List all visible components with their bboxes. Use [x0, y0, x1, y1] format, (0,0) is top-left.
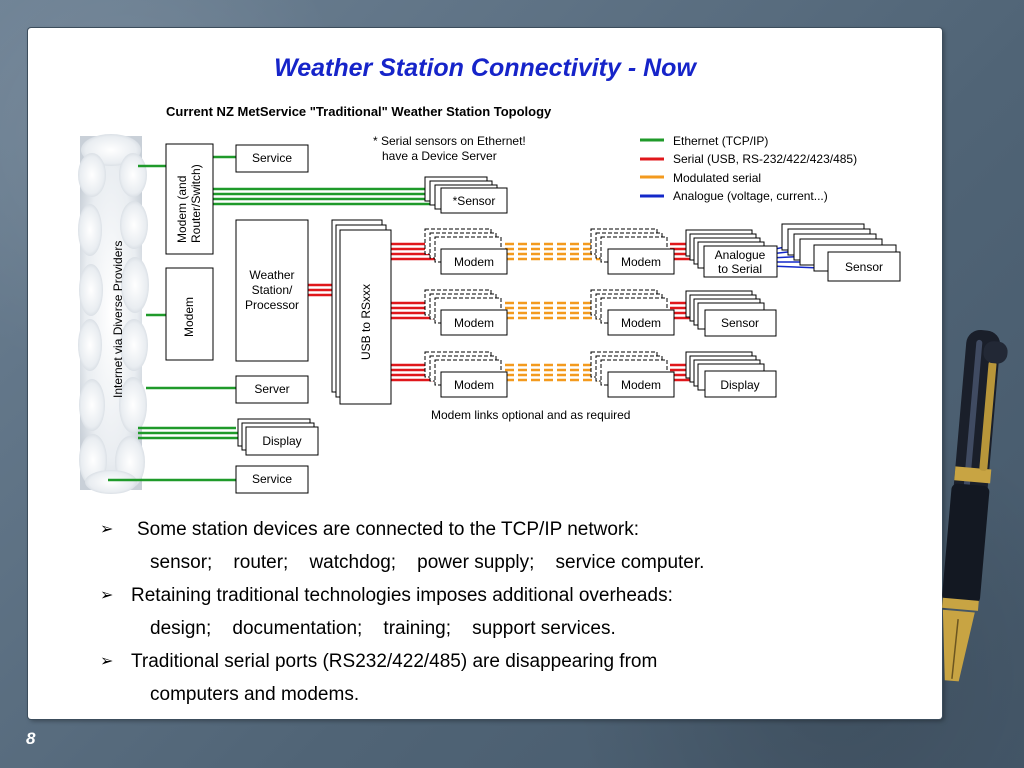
ethernet-links — [108, 155, 440, 482]
legend-label-analogue: Analogue (voltage, current...) — [673, 189, 828, 203]
display-left-label: Display — [262, 434, 301, 448]
display-box-left: Display — [237, 418, 319, 456]
bullet-arrow-icon: ➢ — [100, 653, 114, 670]
star-sensor-label: *Sensor — [453, 194, 496, 208]
bullet-subline: design; documentation; training; support… — [100, 615, 840, 648]
modem-stack-row3-right: Modem — [590, 351, 675, 398]
modem-label: Modem — [621, 316, 661, 330]
analogue-label-2: to Serial — [718, 262, 762, 276]
bullet-arrow-icon: ➢ — [100, 587, 114, 604]
bullet-subtext: sensor; router; watchdog; power supply; … — [150, 552, 705, 573]
service-box-bottom: Service — [235, 465, 309, 494]
legend: Ethernet (TCP/IP) Serial (USB, RS-232/42… — [640, 134, 857, 203]
modem-router-label-1: Modem (and — [175, 176, 189, 243]
note-line-1: * Serial sensors on Ethernet! — [373, 134, 526, 148]
modem-stack-row1-right: Modem — [590, 228, 675, 275]
modem-vertical-label: Modem — [182, 297, 196, 337]
sensor-mid-label: Sensor — [721, 316, 759, 330]
modem-stack-row1-left: Modem — [424, 228, 508, 275]
modem-stack-row2-right: Modem — [590, 289, 675, 336]
modem-label: Modem — [454, 378, 494, 392]
legend-label-modulated: Modulated serial — [673, 171, 761, 185]
modem-label: Modem — [454, 255, 494, 269]
weather-station-label-3: Processor — [245, 298, 299, 312]
legend-label-serial: Serial (USB, RS-232/422/423/485) — [673, 152, 857, 166]
modem-stack-row2-left: Modem — [424, 289, 508, 336]
internet-cloud: Internet via Diverse Providers — [78, 134, 149, 494]
bullet-subtext: computers and modems. — [150, 684, 360, 705]
diagram-subtitle: Current NZ MetService "Traditional" Weat… — [166, 104, 552, 119]
modem-label: Modem — [621, 255, 661, 269]
legend-label-ethernet: Ethernet (TCP/IP) — [673, 134, 768, 148]
bullet-list: ➢ Some station devices are connected to … — [100, 516, 840, 714]
page-number: 8 — [26, 729, 36, 748]
service-box-top: Service — [235, 144, 309, 173]
analogue-label-1: Analogue — [715, 248, 766, 262]
modulated-links — [505, 242, 600, 382]
usb-to-rs-box: USB to RSxxx — [331, 219, 392, 405]
server-label: Server — [254, 382, 289, 396]
bullet-arrow-icon: ➢ — [100, 521, 114, 538]
sensor-stack-mid: Sensor — [685, 290, 777, 337]
modem-label: Modem — [621, 378, 661, 392]
modem-router-box: Modem (and Router/Switch) — [165, 143, 214, 255]
cloud-label: Internet via Diverse Providers — [111, 241, 125, 398]
sensor-stack-far: Sensor — [781, 223, 901, 282]
bullet-subline: computers and modems. — [100, 681, 840, 714]
modem-box-vertical: Modem — [165, 267, 214, 361]
modem-label: Modem — [454, 316, 494, 330]
sensor-far-label: Sensor — [845, 260, 883, 274]
star-sensor-box: *Sensor — [424, 176, 508, 214]
bullet-item: ➢ Some station devices are connected to … — [100, 516, 840, 549]
note-line-2: have a Device Server — [382, 149, 497, 163]
bullet-item: ➢ Traditional serial ports (RS232/422/48… — [100, 648, 840, 681]
diagram-footnote: Modem links optional and as required — [431, 408, 630, 422]
server-box: Server — [235, 375, 309, 404]
service-bottom-label: Service — [252, 472, 292, 486]
bullet-text: Some station devices are connected to th… — [137, 519, 640, 540]
weather-station-box: Weather Station/ Processor — [235, 219, 309, 362]
bullet-text: Traditional serial ports (RS232/422/485)… — [131, 651, 658, 672]
fountain-pen-image — [942, 330, 1008, 682]
weather-station-label-1: Weather — [249, 268, 294, 282]
display-stack-right: Display — [685, 351, 777, 398]
modem-router-label-2: Router/Switch) — [189, 164, 203, 243]
modem-stack-row3-left: Modem — [424, 351, 508, 398]
bullet-item: ➢ Retaining traditional technologies imp… — [100, 582, 840, 615]
analogue-to-serial-box: Analogue to Serial — [685, 229, 778, 278]
weather-station-label-2: Station/ — [252, 283, 293, 297]
bullet-subline: sensor; router; watchdog; power supply; … — [100, 549, 840, 582]
usb-to-rs-label: USB to RSxxx — [359, 284, 373, 360]
display-right-label: Display — [720, 378, 759, 392]
slide-title: Weather Station Connectivity - Now — [274, 54, 696, 82]
bullet-text: Retaining traditional technologies impos… — [131, 585, 673, 606]
bullet-subtext: design; documentation; training; support… — [150, 618, 616, 639]
service-top-label: Service — [252, 151, 292, 165]
